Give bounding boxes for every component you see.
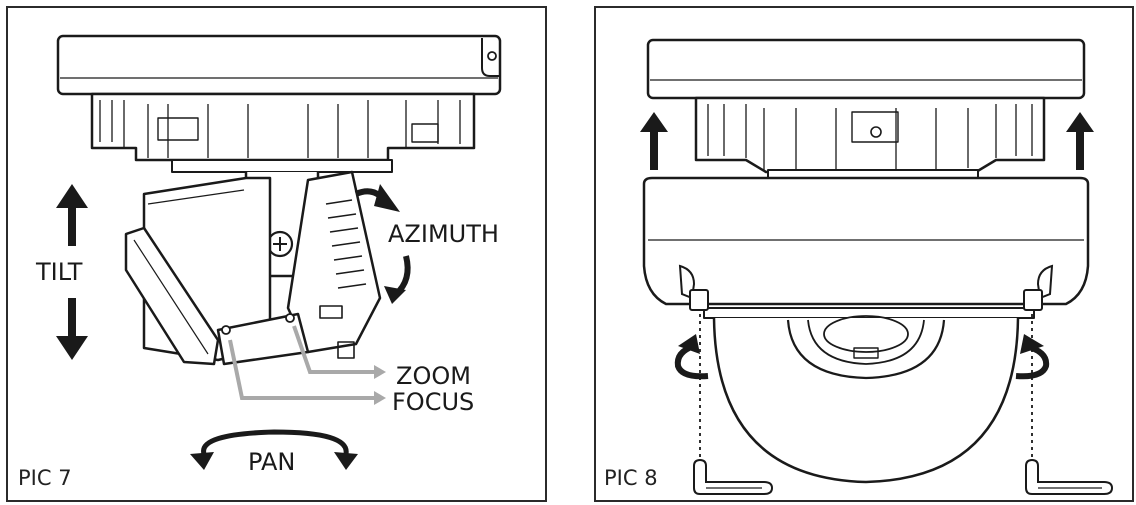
unscrew-arrows bbox=[674, 334, 1050, 380]
zoom-label: ZOOM bbox=[396, 362, 471, 390]
mount-base-plate bbox=[646, 38, 1086, 100]
dome-housing-ring bbox=[642, 176, 1090, 306]
dome-screws bbox=[678, 264, 1054, 311]
camera-adjustment-illustration bbox=[56, 34, 502, 470]
azimuth-arrows bbox=[354, 184, 411, 304]
dome-cover-removal-illustration bbox=[640, 38, 1114, 495]
azimuth-label: AZIMUTH bbox=[388, 220, 499, 248]
tilt-label: TILT bbox=[36, 258, 83, 286]
pic-7-panel: TILT AZIMUTH ZOOM FOCUS PAN PIC 7 bbox=[6, 6, 547, 502]
side-plate bbox=[286, 170, 382, 354]
lift-arrows bbox=[640, 112, 1094, 170]
hex-keys bbox=[693, 458, 1114, 495]
camera-lens bbox=[786, 319, 946, 380]
pan-arrows bbox=[190, 429, 358, 470]
adjustment-callouts bbox=[228, 325, 374, 400]
pic-8-caption: PIC 8 bbox=[604, 466, 658, 490]
lens-front-bezel bbox=[124, 226, 220, 366]
mount-housing bbox=[90, 92, 476, 162]
focus-label: FOCUS bbox=[392, 388, 475, 416]
tilt-arrows bbox=[56, 184, 88, 360]
dome-bubble bbox=[712, 317, 1020, 484]
mount-base-plate bbox=[56, 34, 502, 96]
mount-housing bbox=[694, 96, 1046, 174]
pan-label: PAN bbox=[248, 448, 296, 476]
lens-bottom-plate bbox=[216, 312, 310, 366]
pic-7-caption: PIC 7 bbox=[18, 466, 72, 490]
pic-8-panel: PIC 8 bbox=[594, 6, 1134, 502]
